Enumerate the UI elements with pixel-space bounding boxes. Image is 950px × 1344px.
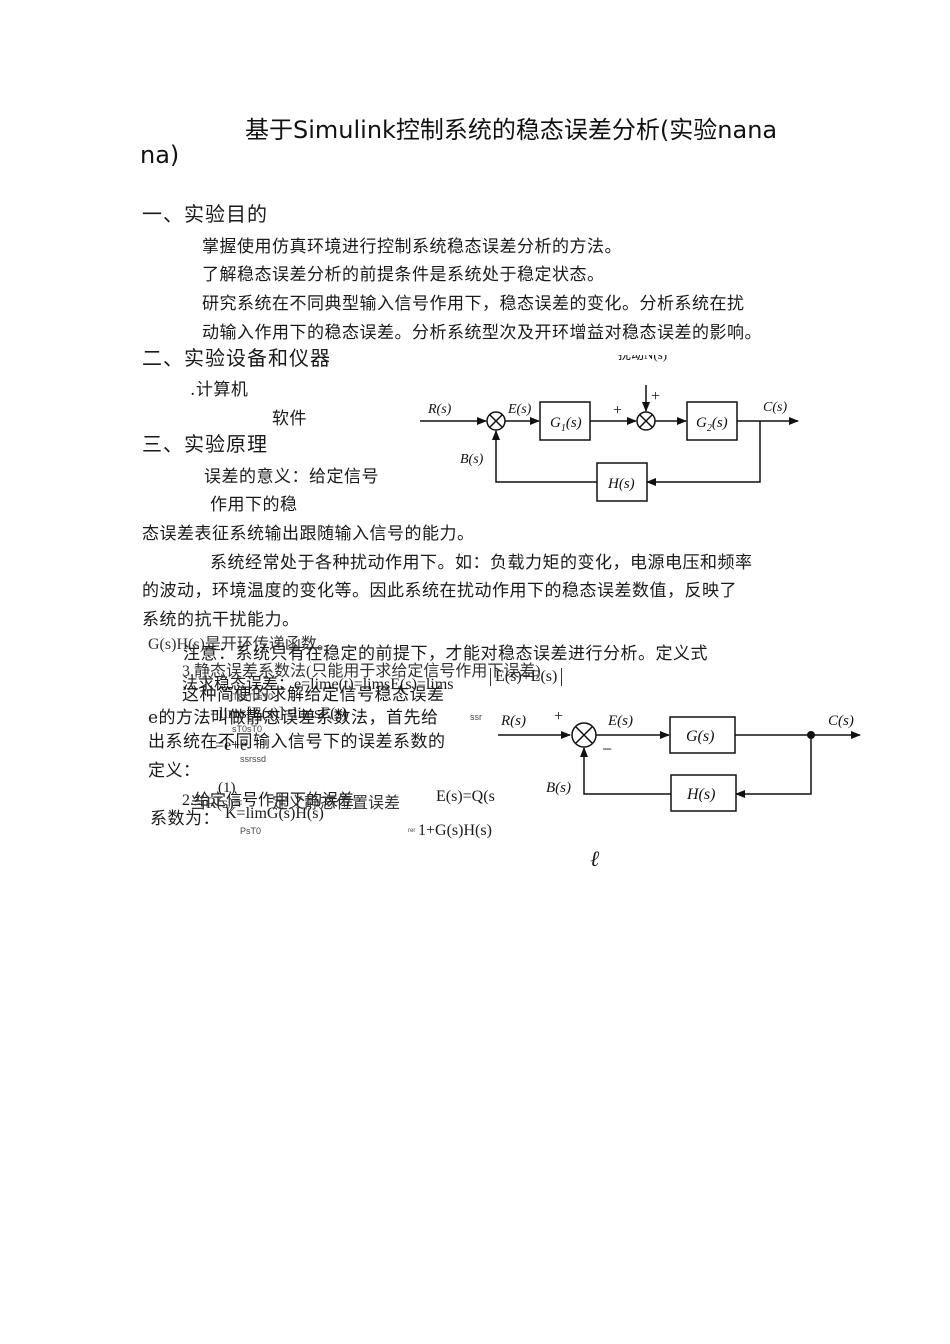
g2-block [686, 401, 738, 441]
g2-label: G [696, 415, 707, 431]
error-transfer-expression: E(s)=Q(s [436, 788, 495, 805]
method-3-heading: 3.静态误差系数法(只能用于求给定信号作用下误差) [182, 663, 541, 680]
h-block-2 [670, 774, 737, 812]
doc-title-line1: 基于Simulink控制系统的稳态误差分析(实验nana [245, 116, 778, 144]
feedback-path-left [492, 430, 597, 483]
given-signal-error-item: 2.给定信号作用下的误差 [182, 792, 355, 809]
definition-label: 定义： [148, 761, 201, 781]
g1-subscript: 1 [561, 423, 566, 434]
doc-title-line2: na) [140, 141, 180, 169]
purpose-item-3: 研究系统在不同典型输入信号作用下，稳态误差的变化。分析系统在扰 [202, 294, 745, 314]
section-heading-principle: 三、实验原理 [142, 432, 268, 456]
when-rs-text: 当R(s)= [190, 795, 243, 812]
feedback-path-right [646, 421, 761, 486]
t0-subscript: sT0sT0 [232, 724, 263, 734]
output-label-c-2: C(s) [828, 713, 854, 729]
open-loop-note: G(s)H(s)是开环传递函数。 [148, 636, 333, 653]
ssr-subscript: ssr [470, 712, 482, 722]
equipment-item-computer: .计算机 [190, 380, 249, 400]
summing-junction-1 [486, 411, 506, 431]
g-label: G(s) [686, 728, 714, 745]
block-diagram-disturbance: 扰动N(s) R(s) E(s) G1(s) + + G2(s) C(s) H(… [420, 345, 799, 502]
g1-block [539, 401, 591, 441]
plus-sign-top: + [651, 388, 660, 405]
feedback-label-b: B(s) [460, 452, 484, 467]
feedback-label-b-2: B(s) [546, 780, 571, 796]
principle-para1-b: 作用下的稳 [210, 495, 298, 515]
steady-error-definition: 法求稳态误差：e=lime(t)=limsE(s)=lims [182, 676, 454, 693]
ssrssd-subscript: ssrssd [240, 754, 267, 764]
principle-para2-line2: 的波动，环境温度的变化等。因此系统在扰动作用下的稳态误差数值，反映了 [142, 581, 737, 601]
g1-argument: (s) [566, 415, 582, 431]
purpose-item-2: 了解稳态误差分析的前提条件是系统处于稳定状态。 [202, 265, 605, 285]
h-label-2: H(s) [686, 786, 715, 803]
static-position-error-def: 定义静态位置误差 [272, 795, 401, 812]
convenient-method-text: 这种简便的求解给定信号稳态误差 [182, 685, 445, 705]
method-line-2: 出系统在不同输入信号下的误差系数的 [148, 732, 446, 752]
input-label-r-2: R(s) [500, 713, 526, 729]
error-sum: =e+e [215, 737, 248, 754]
g2-argument: (s) [712, 415, 728, 431]
stability-note: 注意：系统只有在稳定的前提下，才能对稳态误差进行分析。定义式 [183, 644, 708, 664]
method-line-1: e的方法叫做静态误差系数法，首先给 [148, 708, 439, 728]
steady-error-bracket: E(s)+E(s) [490, 668, 563, 686]
svg-text:G1(s): G1(s) [550, 415, 582, 434]
g1-label: G [550, 415, 561, 431]
lims-expression: =lims[E(s)]=limsE(s) [210, 705, 348, 722]
error-label-e-2: E(s) [607, 713, 633, 729]
coefficient-label: 系数为： [150, 809, 220, 829]
feedback-path-left-2 [580, 747, 671, 795]
section-heading-equipment: 二、实验设备和仪器 [142, 346, 331, 370]
subscript-limits: tT8sT0sT0 [230, 692, 274, 702]
kp-expression: K=limG(s)H(s) [225, 805, 324, 822]
block-diagram-feedback: R(s) + − E(s) G(s) C(s) H(s) B(s) [498, 708, 861, 812]
equation-number: (1) [218, 780, 236, 796]
plus-sign-2: + [554, 708, 563, 725]
principle-para1-c: 态误差表征系统输出跟随输入信号的能力。 [142, 524, 475, 544]
g2-subscript: 2 [707, 423, 712, 434]
svg-text:G2(s): G2(s) [696, 415, 728, 434]
output-label-c: C(s) [763, 400, 787, 415]
h-block [596, 462, 648, 502]
g-block [669, 716, 736, 754]
purpose-item-4: 动输入作用下的稳态误差。分析系统型次及开环增益对稳态误差的影响。 [202, 323, 762, 343]
error-label-e: E(s) [507, 402, 532, 417]
stray-mark: ℓ [590, 847, 600, 872]
principle-para2-line1: 系统经常处于各种扰动作用下。如：负载力矩的变化，电源电压和频率 [210, 553, 753, 573]
summing-junction-2 [636, 411, 656, 431]
h-label: H(s) [607, 476, 635, 492]
purpose-item-1: 掌握使用仿真环境进行控制系统稳态误差分析的方法。 [202, 237, 622, 257]
principle-para1-a: 误差的意义：给定信号 [204, 467, 379, 487]
denominator-subscript: rer [408, 828, 416, 834]
principle-para2-line3: 系统的抗干扰能力。 [142, 610, 300, 630]
input-label-r: R(s) [427, 402, 452, 417]
equipment-item-software: 软件 [272, 409, 307, 429]
feedback-path-right-2 [735, 735, 812, 798]
kp-subscript: PsT0 [240, 826, 262, 836]
section-heading-purpose: 一、实验目的 [142, 202, 268, 226]
summing-junction-3 [571, 722, 597, 748]
plus-sign-left: + [613, 402, 622, 419]
minus-sign: − [602, 739, 612, 759]
denominator-expression: 1+G(s)H(s) [418, 822, 492, 839]
